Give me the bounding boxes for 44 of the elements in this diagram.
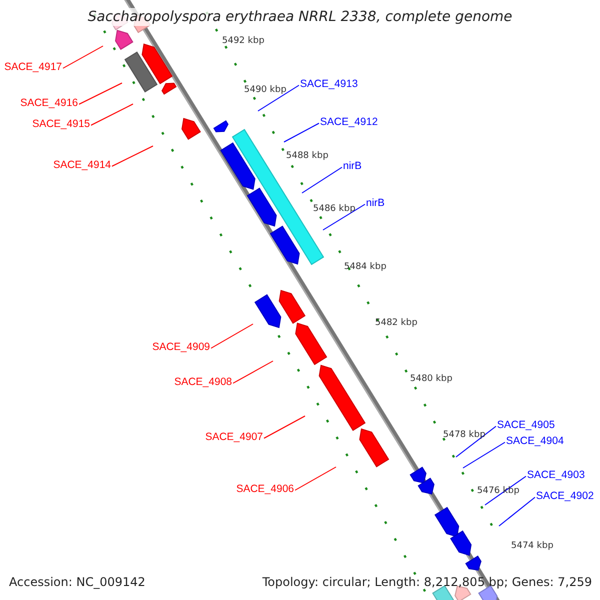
info-text: Topology: circular; Length: 8,212,805 bp; Genes: 7,259 [262, 576, 592, 588]
scale-label: 5492 kbp [222, 37, 264, 46]
gene-label: SACE_4902 [536, 491, 594, 502]
gene-label: SACE_4917 [4, 62, 62, 72]
leader-line [210, 324, 254, 349]
leader-line [258, 84, 300, 112]
gene-label: SACE_4909 [152, 342, 210, 352]
leader-line [462, 442, 506, 468]
gene-label: SACE_4904 [506, 436, 564, 446]
leader-line [78, 82, 122, 105]
scale-label: 5486 kbp [313, 205, 356, 214]
gene-label: nirB [366, 198, 385, 208]
leader-line [62, 46, 104, 69]
leader-line [294, 466, 336, 491]
gene-label: SACE_4916 [20, 98, 78, 108]
scale-label: 5480 kbp [410, 375, 452, 384]
leader-line [302, 166, 342, 194]
scale-label: 5478 kbp [443, 431, 486, 440]
leader-line [90, 104, 134, 126]
gene-label: SACE_4913 [300, 79, 358, 90]
leader-line [284, 122, 320, 142]
gene-label: SACE_4907 [205, 432, 263, 442]
gene-label: SACE_4915 [32, 119, 90, 130]
gene-label: SACE_4914 [53, 160, 111, 170]
gene-label: SACE_4903 [527, 470, 585, 480]
leader-line [498, 496, 536, 526]
gene-label: SACE_4908 [174, 377, 232, 388]
scale-label: 5474 kbp [511, 542, 554, 551]
leader-line [456, 426, 496, 458]
scale-label: 5488 kbp [286, 152, 328, 161]
leader-line [322, 204, 366, 230]
gene-label: SACE_4905 [497, 420, 555, 430]
leader-line [112, 146, 154, 167]
gene-label: SACE_4906 [236, 484, 294, 494]
gene-label: SACE_4912 [320, 117, 378, 128]
leader-line [232, 360, 274, 384]
info-text: Accession: NC_009142 [9, 576, 146, 588]
gene-label: nirB [343, 161, 362, 172]
scale-label: 5476 kbp [477, 487, 520, 496]
scale-label: 5490 kbp [244, 86, 286, 95]
scale-label: 5484 kbp [344, 263, 386, 272]
scale-label: 5482 kbp [375, 319, 418, 328]
leader-line [264, 416, 306, 439]
leader-line [484, 476, 526, 506]
